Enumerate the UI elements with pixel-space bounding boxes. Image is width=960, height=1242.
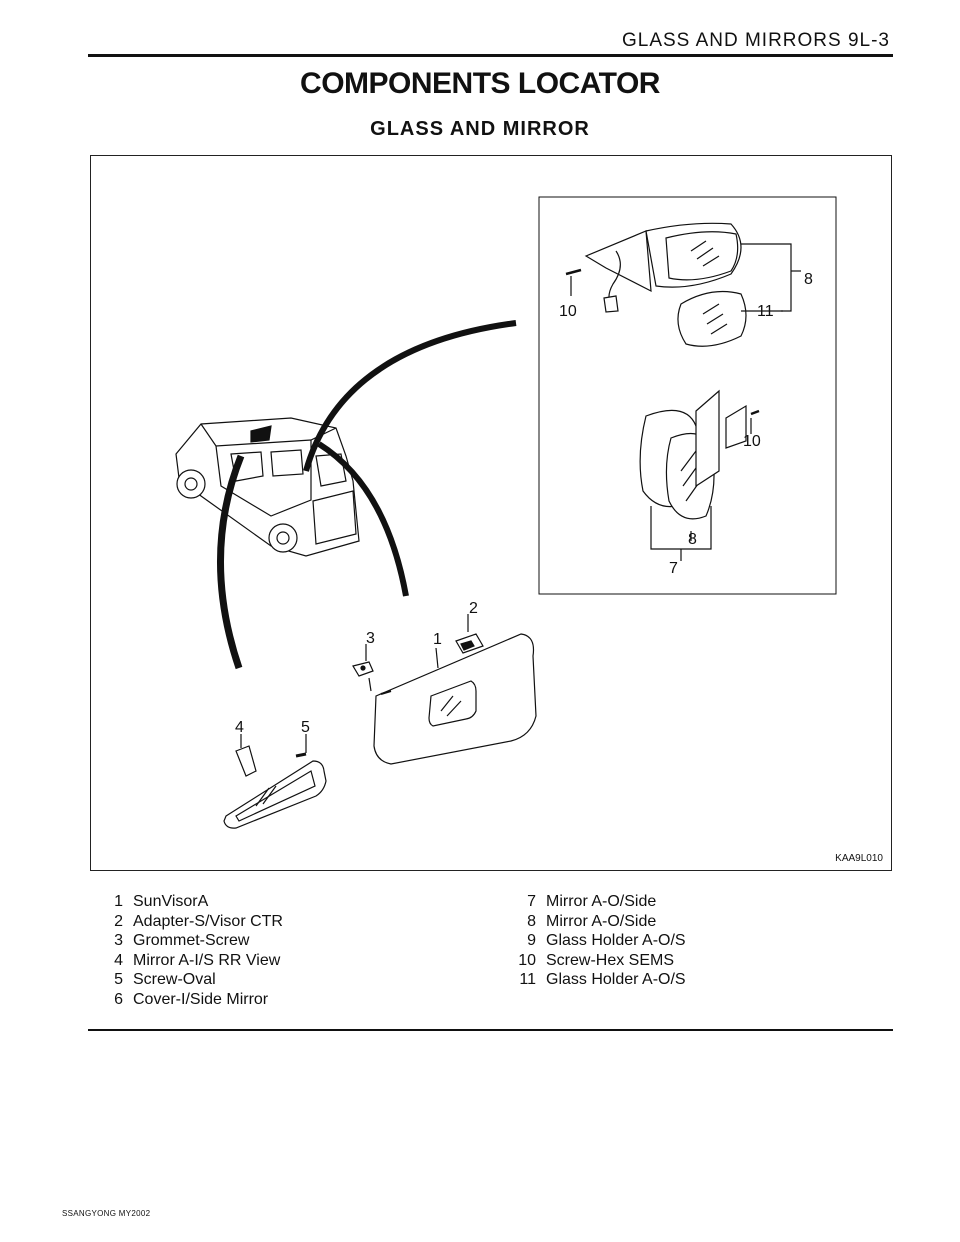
outside-mirror-lower [639, 389, 760, 520]
figure-code: KAA9L010 [835, 853, 883, 864]
callout-10-upper: 10 [559, 303, 577, 320]
legend-item: 2 Adapter-S/Visor CTR [95, 912, 283, 932]
callout-10-lower: 10 [743, 433, 761, 450]
legend-text: SunVisorA [133, 893, 209, 910]
footer-brand: SSANGYONG MY2002 [62, 1209, 151, 1218]
page-header-section: GLASS AND MIRRORS 9L-3 [621, 30, 890, 51]
callout-11: 11 [757, 303, 774, 320]
legend-text: Adapter-S/Visor CTR [133, 912, 283, 930]
legend-text: Mirror A-O/Side [546, 893, 657, 910]
sun-visor [352, 633, 537, 765]
callout-labels: 1 2 3 4 5 7 8 8 10 10 11 [235, 271, 813, 736]
outside-mirror-inset [538, 196, 837, 595]
legend-item: 1 SunVisorA [95, 892, 283, 912]
legend-number: 7 [527, 893, 536, 910]
callout-2: 2 [469, 600, 478, 617]
callout-3: 3 [366, 630, 375, 647]
legend-item: 3 Grommet-Screw [95, 931, 283, 951]
legend-item: 5 Screw-Oval [95, 970, 283, 990]
callout-4: 4 [235, 719, 244, 736]
legend-number: 9 [527, 932, 536, 949]
legend-text: Glass Holder A-O/S [546, 971, 686, 988]
legend-number: 2 [114, 912, 123, 930]
legend-number: 8 [527, 912, 536, 930]
legend-text: Screw-Hex SEMS [546, 951, 675, 969]
bottom-rule [88, 1029, 893, 1031]
legend-text: Screw-Oval [133, 971, 216, 988]
legend-item: 4 Mirror A-I/S RR View [95, 951, 283, 971]
legend-text: Cover-I/Side Mirror [133, 990, 269, 1008]
legend-number: 6 [114, 990, 123, 1008]
components-figure: 1 2 3 4 5 7 8 8 10 10 11 KAA9L010 [90, 155, 892, 871]
page-subtitle: GLASS AND MIRROR [370, 118, 590, 140]
callout-1: 1 [433, 631, 442, 648]
callout-7: 7 [669, 560, 678, 577]
legend-item: 10 Screw-Hex SEMS [508, 951, 686, 971]
legend-item: 6 Cover-I/Side Mirror [95, 990, 283, 1010]
callout-8-lower: 8 [688, 531, 697, 548]
callout-8-upper: 8 [804, 271, 813, 288]
page-title: COMPONENTS LOCATOR [300, 67, 660, 100]
outside-mirror-upper [565, 222, 747, 347]
legend-number: 3 [114, 932, 123, 949]
legend-number: 10 [518, 951, 536, 969]
legend-number: 5 [114, 971, 123, 988]
callout-5: 5 [301, 719, 310, 736]
legend-number: 1 [114, 893, 123, 910]
legend-number: 11 [519, 971, 536, 988]
legend-text: Grommet-Screw [133, 932, 250, 949]
legend-text: Glass Holder A-O/S [546, 932, 686, 949]
exploded-diagram: 1 2 3 4 5 7 8 8 10 10 11 [175, 196, 837, 829]
legend-item: 9 Glass Holder A-O/S [508, 931, 686, 951]
vehicle-illustration [175, 417, 360, 557]
legend-left-column: 1 SunVisorA 2 Adapter-S/Visor CTR 3 Grommet… [95, 892, 283, 1009]
legend-text: Mirror A-I/S RR View [133, 951, 281, 969]
legend-text: Mirror A-O/Side [546, 912, 657, 930]
header-rule [88, 54, 893, 57]
legend-number: 4 [114, 951, 123, 969]
legend-item: 11 Glass Holder A-O/S [508, 970, 686, 990]
rear-view-mirror [223, 745, 327, 829]
legend-item: 8 Mirror A-O/Side [508, 912, 686, 932]
legend-item: 7 Mirror A-O/Side [508, 892, 686, 912]
